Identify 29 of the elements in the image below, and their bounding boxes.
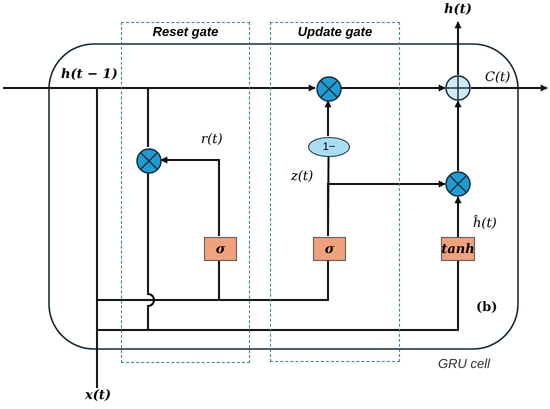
one-minus-label: 1−	[322, 141, 336, 153]
edge-label: C(t)	[484, 70, 512, 85]
connector-arrow	[454, 21, 462, 75]
activation-box	[313, 237, 346, 261]
connector-arrow	[454, 196, 462, 237]
panel-label: (b)	[476, 300, 498, 315]
variable-label: x(t)	[84, 388, 112, 403]
gate-region	[270, 22, 400, 362]
activation-label: σ	[216, 242, 226, 256]
connector-arrow	[471, 84, 548, 92]
edge-label: ĥ(t)	[472, 216, 498, 231]
variable-label: h(t)	[443, 2, 473, 17]
cell-caption: GRU cell	[438, 356, 490, 371]
edge-label: r(t)	[200, 132, 224, 147]
connector-arrow	[341, 84, 446, 92]
gate-title: Update gate	[296, 24, 374, 39]
one-minus-ellipse	[308, 137, 350, 157]
connector-arrow	[454, 100, 462, 171]
edge-label: h(t − 1)	[60, 67, 119, 82]
activation-label: tanh	[441, 242, 475, 256]
activation-box	[441, 237, 475, 261]
activation-label: σ	[324, 242, 334, 256]
connector-arrow	[160, 156, 220, 236]
edge-label: z(t)	[290, 169, 314, 184]
gate-title: Reset gate	[152, 24, 220, 39]
connector-arrow	[327, 180, 446, 236]
connector-arrow	[3, 84, 316, 92]
activation-box	[204, 237, 237, 261]
connector-arrow	[324, 100, 332, 136]
